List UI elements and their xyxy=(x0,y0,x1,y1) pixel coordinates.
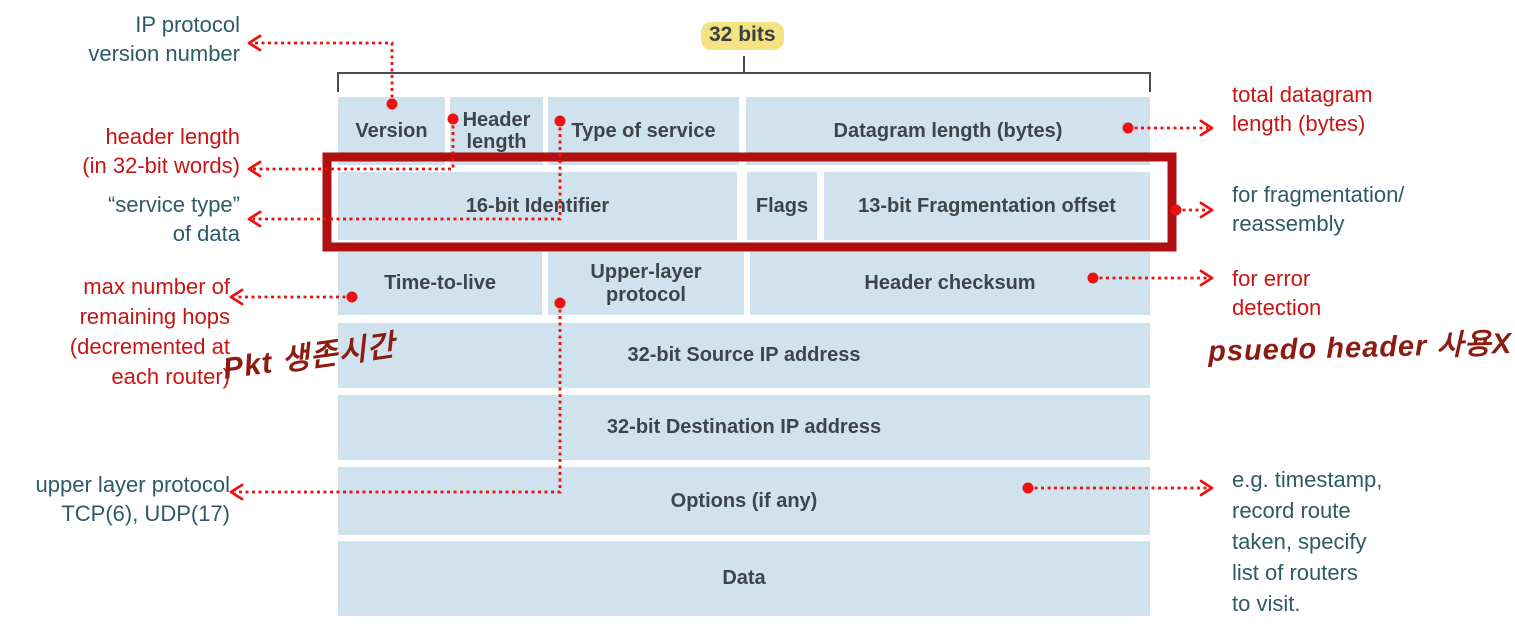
field-header-length: Header length xyxy=(450,97,543,165)
connector-version-arrow xyxy=(247,34,262,52)
field-upper-layer-protocol: Upper-layer protocol xyxy=(548,252,744,315)
field-destination-ip: 32-bit Destination IP address xyxy=(338,395,1150,460)
connector-fragmentation-arrow xyxy=(1199,201,1214,219)
field-fragmentation-offset: 13-bit Fragmentation offset xyxy=(824,172,1150,240)
note-fragmentation: for fragmentation/ reassembly xyxy=(1232,182,1405,236)
field-options: Options (if any) xyxy=(338,467,1150,535)
note-service-type: “service type” of data xyxy=(107,192,240,246)
field-datagram-length: Datagram length (bytes) xyxy=(746,97,1150,165)
note-upper-layer: upper layer protocol TCP(6), UDP(17) xyxy=(35,472,230,526)
connector-datagram-length-arrow xyxy=(1199,119,1214,137)
field-version: Version xyxy=(338,97,445,165)
connector-upper-layer-arrow xyxy=(229,483,244,501)
connector-service-type-arrow xyxy=(247,210,262,228)
bits-bracket xyxy=(337,72,1151,92)
connector-version-line xyxy=(253,41,394,104)
field-header-checksum: Header checksum xyxy=(750,252,1150,315)
field-data: Data xyxy=(338,541,1150,616)
connector-fragmentation-dot xyxy=(1170,204,1182,216)
field-flags: Flags xyxy=(747,172,817,240)
note-max-hops: max number of remaining hops (decremente… xyxy=(69,274,230,389)
note-ip-version: IP protocol version number xyxy=(88,12,240,66)
bits-width-label: 32 bits xyxy=(701,22,784,50)
connector-ttl-arrow xyxy=(229,288,244,306)
field-identifier: 16-bit Identifier xyxy=(338,172,737,240)
connector-checksum-arrow xyxy=(1199,269,1214,287)
field-time-to-live: Time-to-live xyxy=(338,252,542,315)
field-type-of-service: Type of service xyxy=(548,97,739,165)
connector-options-arrow xyxy=(1199,479,1214,497)
field-source-ip: 32-bit Source IP address xyxy=(338,323,1150,388)
note-header-length: header length (in 32-bit words) xyxy=(82,124,240,178)
handwritten-note-pseudo-header: psuedo header 사용X xyxy=(1207,328,1513,368)
note-error-detection: for error detection xyxy=(1232,266,1322,320)
connector-header-length-arrow xyxy=(247,160,262,178)
note-options-examples: e.g. timestamp, record route taken, spec… xyxy=(1232,467,1383,616)
note-total-datagram: total datagram length (bytes) xyxy=(1232,82,1373,136)
